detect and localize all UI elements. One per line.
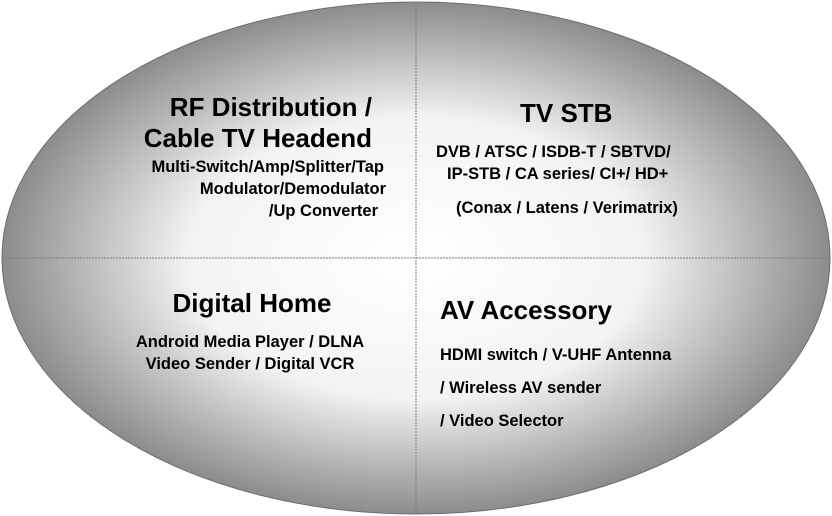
quadrant-av-accessory: AV Accessory HDMI switch / V-UHF Antenna…	[440, 295, 760, 438]
av-accessory-line-3: / Video Selector	[440, 412, 564, 430]
digital-home-line-2: Video Sender / Digital VCR	[145, 355, 355, 373]
rf-line-1: Multi-Switch/Amp/Splitter/Tap	[151, 158, 384, 176]
tv-stb-title: TV STB	[520, 98, 613, 128]
quadrant-digital-home: Digital Home Android Media Player / DLNA…	[100, 288, 400, 375]
rf-line-3: /Up Converter	[268, 202, 378, 220]
digital-home-title: Digital Home	[172, 288, 332, 318]
digital-home-line-1: Android Media Player / DLNA	[135, 333, 365, 351]
tv-stb-line-2: IP-STB / CA series/ CI+/ HD+	[447, 165, 669, 183]
rf-title-line1: RF Distribution /	[169, 92, 372, 122]
av-accessory-title: AV Accessory	[440, 295, 612, 325]
av-accessory-line-1: HDMI switch / V-UHF Antenna	[440, 346, 672, 364]
rf-title-line2: Cable TV Headend	[143, 123, 372, 153]
tv-stb-line-3: (Conax / Latens / Verimatrix)	[456, 199, 678, 217]
rf-line-2: Modulator/Demodulator	[199, 180, 386, 198]
av-accessory-line-2: / Wireless AV sender	[440, 379, 602, 397]
quadrant-tv-stb: TV STB DVB / ATSC / ISDB-T / SBTVD/ IP-S…	[436, 98, 736, 219]
tv-stb-line-1: DVB / ATSC / ISDB-T / SBTVD/	[436, 143, 671, 161]
quadrant-rf-distribution: RF Distribution / Cable TV Headend Multi…	[80, 92, 420, 222]
